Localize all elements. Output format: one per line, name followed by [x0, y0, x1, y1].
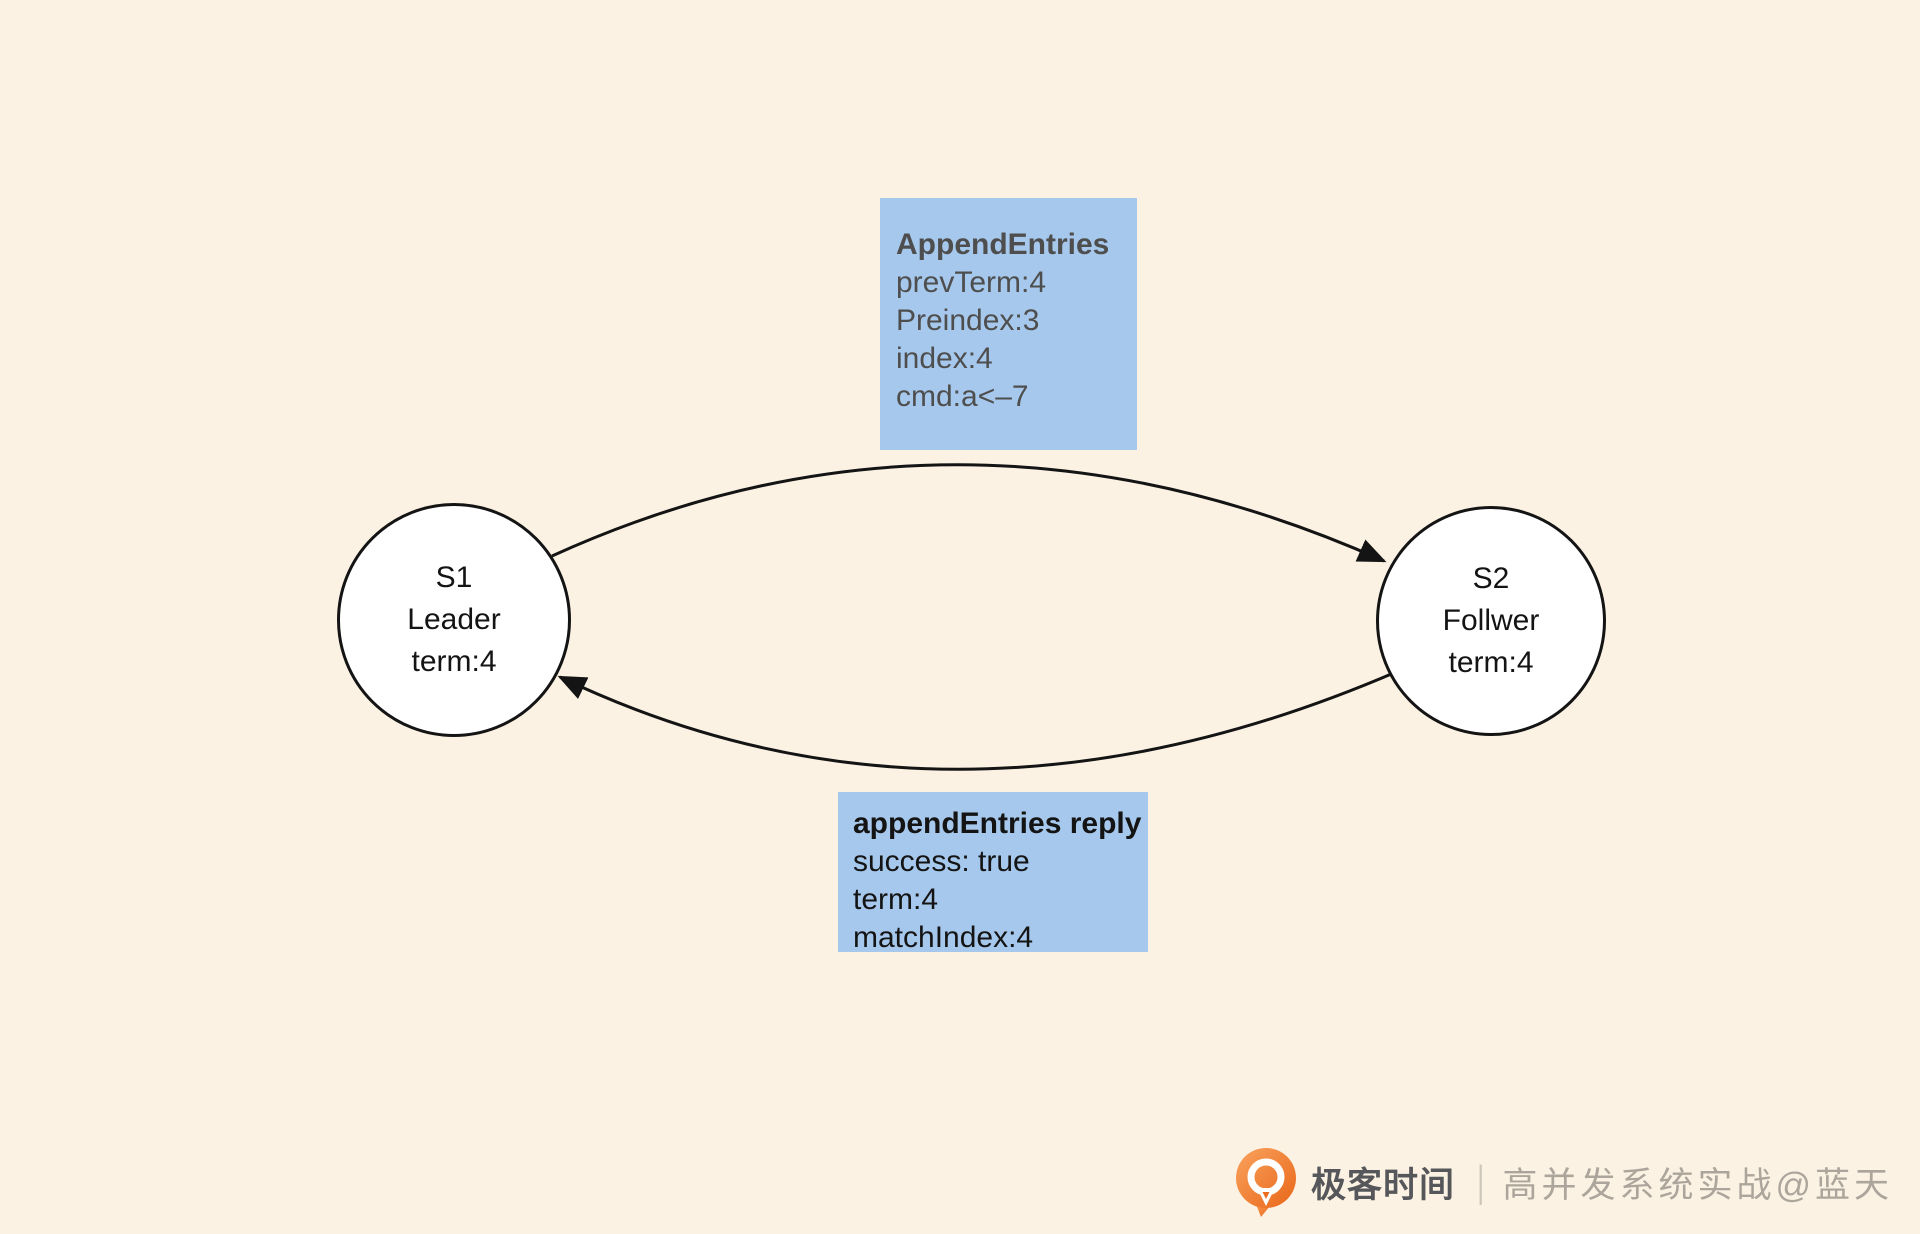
message-line: Preindex:3 — [896, 304, 1040, 337]
message-line: prevTerm:4 — [896, 266, 1047, 299]
node-id: S1 — [435, 561, 473, 594]
message-line: success: true — [853, 845, 1030, 878]
node-s1-leader: S1 Leader term:4 — [337, 503, 571, 737]
append-entries-message-box: AppendEntries prevTerm:4 Preindex:3 inde… — [880, 198, 1137, 450]
append-entries-reply-box: appendEntries reply success: true term:4… — [838, 792, 1148, 952]
node-id: S2 — [1472, 562, 1510, 595]
message-line: matchIndex:4 — [853, 921, 1034, 952]
node-term: term:4 — [1448, 646, 1534, 679]
node-role: Follwer — [1442, 604, 1540, 637]
watermark: 极客时间 | 高并发系统实战@蓝天 — [1233, 1146, 1893, 1218]
credit-text: 高并发系统实战@蓝天 — [1502, 1165, 1893, 1205]
node-term: term:4 — [411, 645, 497, 678]
message-title: appendEntries reply — [853, 807, 1142, 840]
reply-arrow — [557, 670, 1397, 771]
append-entries-arrow — [551, 463, 1387, 563]
separator-bar: | — [1477, 1157, 1485, 1206]
node-s2-follower: S2 Follwer term:4 — [1376, 506, 1606, 736]
node-role: Leader — [407, 603, 501, 636]
message-line: index:4 — [896, 342, 993, 375]
brand-name: 极客时间 — [1311, 1165, 1456, 1205]
message-line: cmd:a<–7 — [896, 380, 1029, 413]
geektime-logo-icon — [1236, 1147, 1296, 1217]
message-title: AppendEntries — [896, 228, 1110, 261]
message-line: term:4 — [853, 883, 939, 916]
